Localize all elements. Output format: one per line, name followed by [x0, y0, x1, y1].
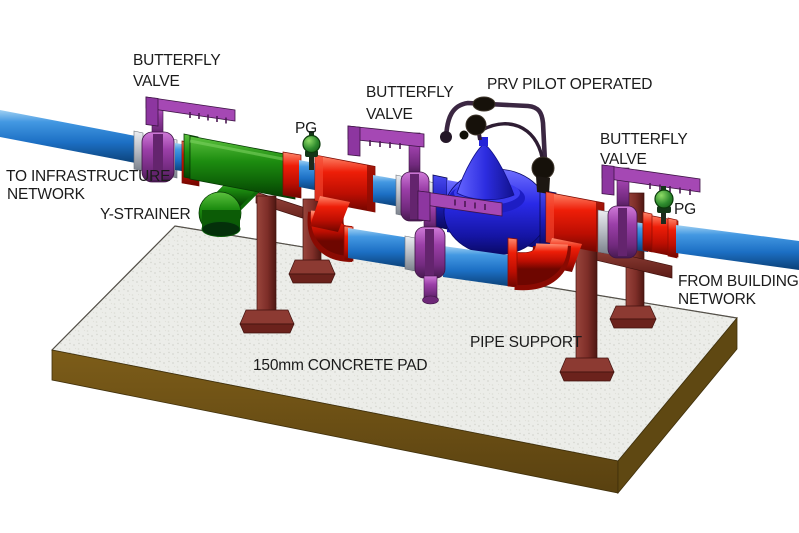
label-to-network-line1: TO INFRASTRUCTURE: [6, 168, 170, 185]
bypass-butterfly-valve: [414, 190, 503, 305]
prv-cone: [456, 143, 515, 201]
red-coupling-right: [642, 211, 679, 259]
label-butterfly-valve-left-line2: VALVE: [133, 73, 180, 90]
pipe-bypass-run: [348, 228, 571, 291]
pipe-upper-run: [0, 96, 799, 272]
label-from-network-line2: NETWORK: [678, 291, 757, 308]
flange: [404, 235, 416, 272]
butterfly-valve-3: [601, 164, 701, 259]
label-concrete-pad: 150mm CONCRETE PAD: [253, 357, 427, 374]
label-pg-left: PG: [295, 120, 317, 137]
pad-right-face: [617, 316, 738, 495]
pipe-segment: [443, 246, 514, 287]
pressure-gauge-2: [654, 186, 674, 224]
label-butterfly-valve-right-line2: VALVE: [600, 151, 647, 168]
pressure-gauge-1: [302, 131, 321, 170]
pipe-segment: [348, 228, 410, 268]
butterfly-valve-1: [141, 96, 236, 183]
pipe-segment: [676, 225, 799, 270]
pilot-assembly: [440, 96, 555, 194]
red-coupling: [282, 151, 302, 199]
label-to-network-line2: NETWORK: [7, 186, 86, 203]
pipe-segment: [373, 175, 401, 207]
label-prv-pilot-operated: PRV PILOT OPERATED: [487, 76, 652, 93]
y-strainer: [183, 133, 296, 237]
label-butterfly-valve-mid-line2: VALVE: [366, 106, 413, 123]
label-butterfly-valve-mid-line1: BUTTERFLY: [366, 84, 453, 101]
label-butterfly-valve-left-line1: BUTTERFLY: [133, 52, 220, 69]
concrete-pad: [50, 225, 738, 495]
label-butterfly-valve-right-line1: BUTTERFLY: [600, 131, 687, 148]
labels: BUTTERFLY VALVE BUTTERFLY VALVE PRV PILO…: [6, 52, 799, 374]
label-from-network-line1: FROM BUILDING: [678, 273, 799, 290]
pipe-segment: [0, 110, 141, 164]
red-elbow-outlet: [507, 237, 571, 291]
red-tee-inlet: [307, 154, 376, 262]
label-pipe-support: PIPE SUPPORT: [470, 334, 583, 351]
label-pg-right: PG: [674, 201, 696, 218]
label-y-strainer: Y-STRAINER: [100, 206, 190, 223]
